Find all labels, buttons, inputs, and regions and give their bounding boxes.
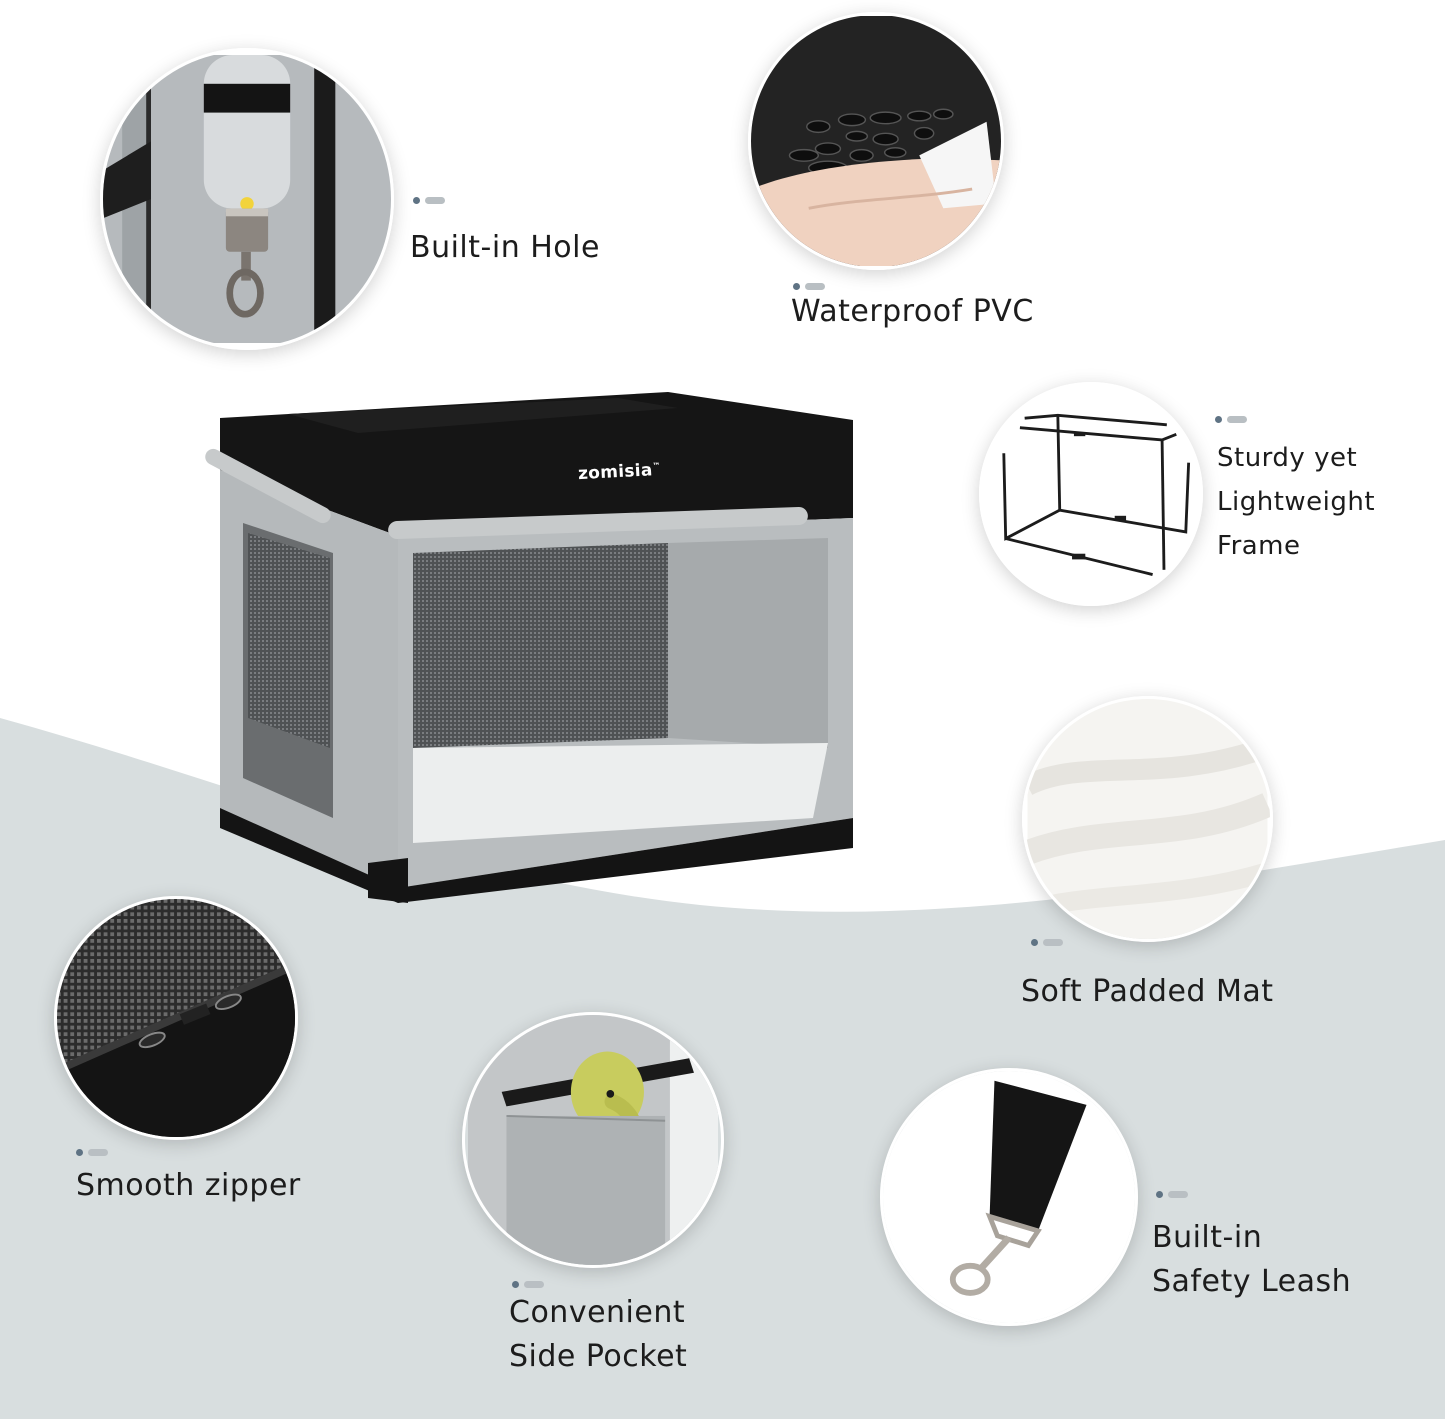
feature-label-safety-leash: Built-in Safety Leash [1152, 1220, 1352, 1299]
water-droplets-icon [751, 16, 1001, 266]
wire-frame-icon [982, 385, 1200, 603]
bullet-marker [413, 196, 453, 206]
zipper-image [54, 896, 298, 1140]
feature-label-zipper: Smooth zipper [76, 1168, 301, 1203]
built-in-hole-image [100, 48, 394, 350]
fleece-mat-icon [1025, 699, 1270, 939]
pet-crate-illustration [205, 392, 853, 903]
waterproof-pvc-image [748, 12, 1004, 270]
feature-label-soft-mat: Soft Padded Mat [1021, 974, 1274, 1009]
soft-mat-image [1022, 696, 1273, 942]
bullet-marker [512, 1280, 552, 1290]
bullet-marker [1156, 1190, 1196, 1200]
zipper-icon [57, 899, 295, 1137]
bullet-marker [1031, 938, 1071, 948]
feature-label-waterproof-pvc: Waterproof PVC [791, 294, 1034, 329]
safety-leash-image [880, 1068, 1138, 1326]
leash-clip-icon [883, 1071, 1135, 1323]
bullet-marker [793, 282, 833, 292]
pocket-with-toy-icon [468, 1015, 718, 1265]
bullet-marker [76, 1148, 116, 1158]
feature-label-frame: Sturdy yet Lightweight Frame [1217, 443, 1376, 561]
frame-image [979, 382, 1203, 606]
bullet-marker [1215, 415, 1255, 425]
feature-label-side-pocket: Convenient Side Pocket [509, 1295, 688, 1374]
pet-crate-product-image: zomisia™ [198, 388, 863, 903]
side-pocket-image [462, 1012, 724, 1268]
water-bottle-icon [103, 55, 391, 343]
feature-label-built-in-hole: Built-in Hole [410, 230, 600, 265]
